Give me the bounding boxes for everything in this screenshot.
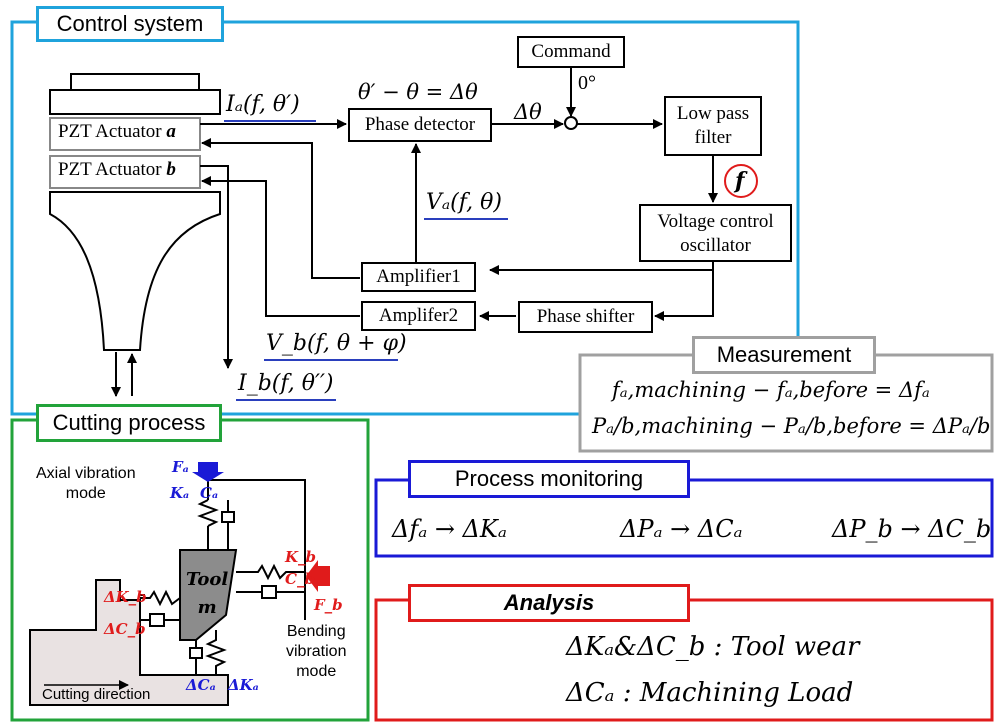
measurement-eq2: Pₐ/b,machining − Pₐ/b,before = ΔPₐ/b	[592, 414, 991, 438]
monitoring-item2: ΔPₐ → ΔCₐ	[620, 515, 743, 543]
phase-detector-block: Phase detector	[348, 108, 492, 142]
delta-theta-label: Δθ	[514, 100, 542, 124]
kb-label: K_b	[285, 548, 317, 566]
bending-line1: Bending	[286, 623, 346, 640]
command-label: Command	[531, 41, 611, 62]
phase-equation: θ′ − θ = Δθ	[358, 80, 478, 104]
pzt-actuator-b: PZT Actuator b	[58, 159, 176, 181]
process-monitoring-title: Process monitoring	[408, 460, 690, 498]
axial-line1: Axial vibration	[36, 465, 136, 482]
measurement-title: Measurement	[692, 336, 876, 374]
analysis-line1: ΔKₐ&ΔC_b : Tool wear	[566, 632, 860, 662]
control-system-title: Control system	[36, 6, 224, 42]
cutting-process-text: Cutting process	[52, 410, 206, 435]
cutting-process-title: Cutting process	[36, 404, 222, 442]
va-signal: Vₐ(f, θ)	[426, 190, 502, 215]
cutting-drawing	[29, 462, 330, 706]
vco-block: Voltage control oscillator	[639, 204, 792, 262]
tool-label: Tool m	[186, 566, 228, 622]
measurement-eq1: fₐ,machining − fₐ,before = Δfₐ	[612, 378, 930, 402]
bending-mode-label: Bending vibration mode	[286, 622, 346, 682]
bending-line2: vibration	[286, 643, 347, 660]
lpf-line2: filter	[694, 127, 732, 148]
monitoring-item1: Δfₐ → ΔKₐ	[392, 515, 507, 543]
monitoring-item3: ΔP_b → ΔC_b	[832, 515, 992, 543]
tool-line1: Tool	[186, 569, 229, 590]
phase-shifter-label: Phase shifter	[536, 306, 635, 327]
transducer-horn	[49, 73, 221, 351]
amplifier1-label: Amplifier1	[376, 266, 461, 287]
pzt-b-text: PZT Actuator	[58, 159, 167, 180]
vco-line1: Voltage control	[657, 211, 774, 232]
command-block: Command	[517, 36, 625, 68]
bending-line3: mode	[296, 663, 337, 680]
amplifier1-block: Amplifier1	[361, 262, 476, 292]
analysis-line2: ΔCₐ : Machining Load	[566, 678, 854, 708]
cb-label: C_b	[285, 570, 315, 588]
ca-label: Cₐ	[200, 484, 219, 502]
analysis-title: Analysis	[408, 584, 690, 622]
fb-label: F_b	[314, 596, 343, 614]
axial-mode-label: Axial vibration mode	[36, 464, 136, 504]
fa-label: Fₐ	[172, 458, 189, 476]
measurement-text: Measurement	[716, 342, 852, 367]
zero-degree-label: 0°	[578, 72, 596, 94]
lpf-line1: Low pass	[676, 103, 750, 124]
phase-shifter-block: Phase shifter	[518, 301, 653, 333]
pzt-a-text: PZT Actuator	[58, 121, 167, 142]
dkb-label: ΔK_b	[104, 588, 147, 606]
process-monitoring-text: Process monitoring	[454, 466, 644, 491]
dcb-label: ΔC_b	[104, 620, 146, 638]
ib-signal: I_b(f, θ′′)	[238, 371, 334, 396]
vco-line2: oscillator	[680, 235, 751, 256]
amplifier2-label: Amplifer2	[378, 305, 459, 326]
pzt-a-letter: a	[166, 121, 176, 142]
low-pass-filter-block: Low pass filter	[664, 96, 762, 156]
ka-label: Kₐ	[170, 484, 190, 502]
vb-signal: V_b(f, θ + φ)	[266, 331, 407, 356]
pzt-b-letter: b	[166, 159, 176, 180]
cutting-direction-label: Cutting direction	[42, 686, 151, 703]
amplifier2-block: Amplifer2	[361, 301, 476, 331]
f-circle-label: f	[735, 168, 745, 194]
ia-signal: Iₐ(f, θ′)	[226, 92, 300, 117]
dka-label: ΔKₐ	[228, 676, 259, 694]
analysis-text: Analysis	[503, 590, 595, 615]
pzt-actuator-a: PZT Actuator a	[58, 121, 176, 143]
control-system-text: Control system	[56, 11, 204, 36]
tool-line2: m	[197, 597, 217, 618]
phase-detector-label: Phase detector	[364, 114, 476, 135]
control-system-frame	[10, 20, 800, 416]
axial-line2: mode	[65, 485, 106, 502]
dca-label: ΔCₐ	[186, 676, 216, 694]
